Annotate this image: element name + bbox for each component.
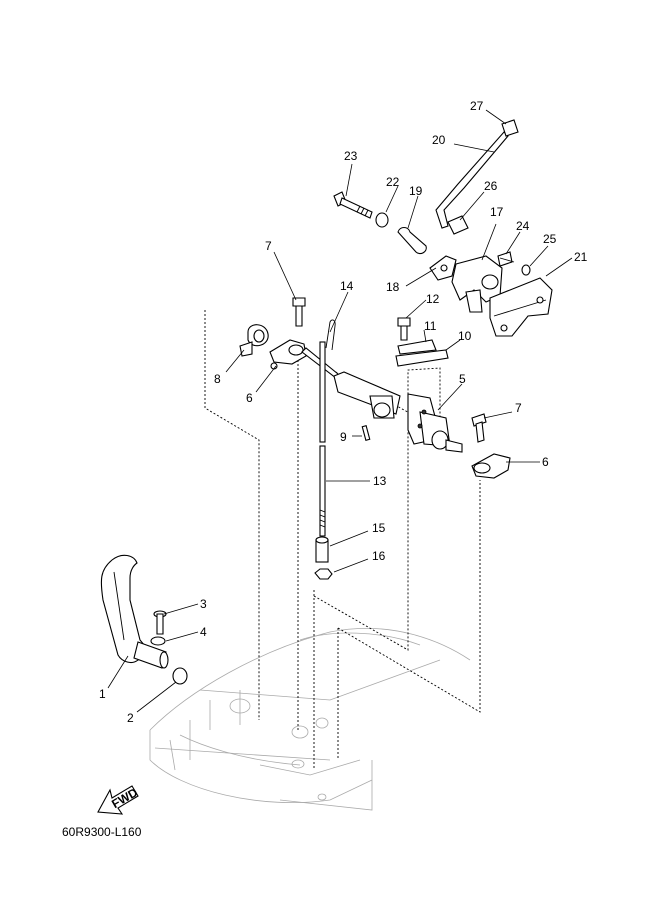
callout-14: 14 xyxy=(340,279,354,293)
lower-link-joint xyxy=(471,453,511,479)
long-bolt xyxy=(333,191,373,219)
o-ring xyxy=(172,667,188,685)
callout-16: 16 xyxy=(372,549,386,563)
callout-21: 21 xyxy=(574,250,588,264)
callout-17: 17 xyxy=(490,205,504,219)
callout-3: 3 xyxy=(200,597,207,611)
callout-23: 23 xyxy=(344,149,358,163)
shift-rod xyxy=(319,341,326,537)
bolt-washer xyxy=(375,212,389,228)
sleeve xyxy=(397,226,427,255)
callout-9: 9 xyxy=(340,430,347,444)
throttle-cam xyxy=(451,255,503,313)
lever-bolt xyxy=(153,610,167,635)
leader-lines xyxy=(107,109,573,713)
cam-bolt xyxy=(497,251,515,267)
mounting-bracket xyxy=(489,277,553,337)
callout-25: 25 xyxy=(543,232,557,246)
small-bracket xyxy=(429,255,457,281)
throttle-rod xyxy=(435,131,509,229)
callout-13: 13 xyxy=(373,474,387,488)
callout-6-lower: 6 xyxy=(542,455,549,469)
spacer-sleeve xyxy=(315,536,329,563)
shift-shaft-assembly xyxy=(333,371,463,453)
shift-lever-handle xyxy=(100,554,169,669)
fwd-arrow-icon: FWD xyxy=(97,785,140,815)
callout-27: 27 xyxy=(470,99,484,113)
rod-nut xyxy=(314,568,333,580)
callout-11: 11 xyxy=(424,319,437,333)
cam-plates xyxy=(395,339,449,367)
drawing-code: 60R9300-L160 xyxy=(62,825,142,839)
callout-10: 10 xyxy=(458,329,472,343)
callout-5: 5 xyxy=(459,372,466,386)
callout-18: 18 xyxy=(386,280,400,294)
fwd-label: FWD xyxy=(109,785,140,811)
callout-7-upper: 7 xyxy=(265,239,272,253)
collar xyxy=(239,324,269,357)
plate-bolt xyxy=(397,317,411,341)
cam-washer xyxy=(521,264,531,276)
callout-26: 26 xyxy=(484,179,498,193)
washer xyxy=(150,636,166,646)
callout-19: 19 xyxy=(409,184,423,198)
callout-15: 15 xyxy=(372,521,386,535)
upper-link-bolt xyxy=(292,297,306,327)
callout-2: 2 xyxy=(127,711,134,725)
lower-casing-outline xyxy=(149,628,471,811)
callout-6-upper: 6 xyxy=(246,391,253,405)
callout-20: 20 xyxy=(432,133,446,147)
callout-12: 12 xyxy=(426,292,440,306)
callout-labels: 1 2 3 4 5 6 6 7 7 8 9 10 11 12 13 14 15 … xyxy=(99,99,588,725)
callout-22: 22 xyxy=(386,175,400,189)
rod-joint xyxy=(447,215,469,235)
callout-8: 8 xyxy=(214,372,221,386)
lower-link-bolt xyxy=(471,413,487,443)
callout-7-lower: 7 xyxy=(515,401,522,415)
pin xyxy=(361,425,371,441)
retaining-clip xyxy=(325,319,336,351)
callout-4: 4 xyxy=(200,625,207,639)
callout-24: 24 xyxy=(516,219,530,233)
upper-link-joint xyxy=(269,339,307,370)
connection-guides xyxy=(204,310,481,770)
callout-1: 1 xyxy=(99,687,106,701)
